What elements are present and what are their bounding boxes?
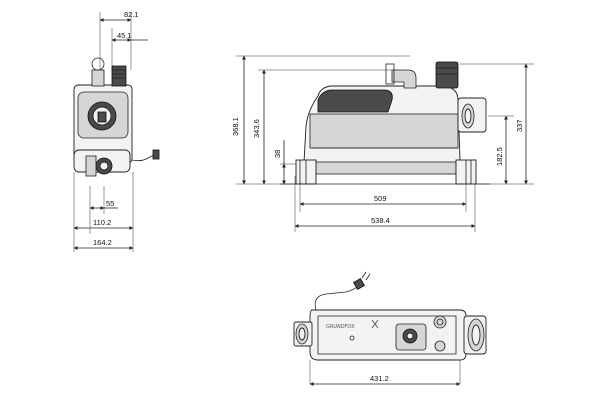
front-view: 82.1 45.1 55 110.2 164.2 [73,10,160,252]
dim-bottom-small: 55 [106,199,114,208]
dim-top-inner: 45.1 [117,31,132,40]
dim-height-inlet: 343.6 [252,119,261,138]
dim-length-top: 431.2 [370,374,389,383]
dim-length-total: 538.4 [371,216,390,225]
dim-bottom-mid: 110.2 [93,218,111,227]
side-view: 368.1 343.6 38 337 182.5 509 538.4 [231,55,534,232]
top-view: GRUNDFOS 431.2 [293,271,487,386]
grundfos-logo: GRUNDFOS [326,319,379,330]
dim-height-base: 38 [273,150,282,158]
dim-height-total: 368.1 [231,117,240,136]
dim-bottom-total: 164.2 [93,238,112,247]
dim-right-outlet: 182.5 [495,147,504,166]
svg-text:GRUNDFOS: GRUNDFOS [326,324,355,330]
dim-top-outer: 82.1 [124,10,139,19]
dim-length-inner: 509 [374,194,387,203]
dim-right-total: 337 [515,119,524,132]
